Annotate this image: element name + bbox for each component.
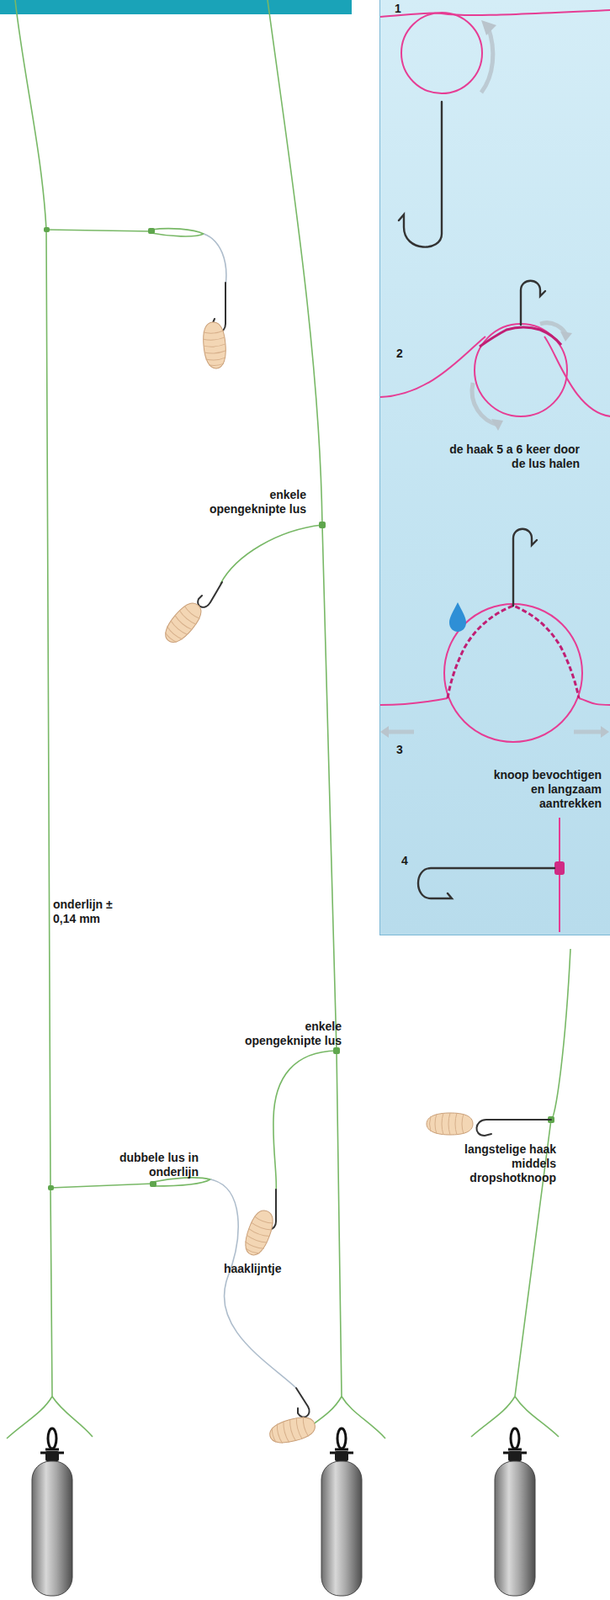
step-number: 4	[401, 854, 409, 869]
knot-instruction-panel: 1 2 de haak 5 a 6 keer door de lus halen 3 k…	[379, 0, 610, 936]
step-instruction: de haak 5 a 6 keer door de lus halen	[446, 442, 580, 472]
loop-label: enkele opengeknipte lus	[191, 488, 307, 517]
step-number: 2	[396, 346, 404, 361]
loop-label: dubbele lus in onderlijn	[111, 1151, 199, 1180]
hook-label: langstelige haak middels dropshotknoop	[443, 1142, 557, 1186]
line-label: onderlijn ± 0,14 mm	[53, 897, 131, 927]
line-label: haaklijntje	[223, 1262, 308, 1277]
step-number: 3	[396, 742, 404, 758]
step-number: 1	[394, 1, 402, 16]
step-instruction: knoop bevochtigen en langzaam aantrekken	[478, 768, 602, 812]
loop-label: enkele opengeknipte lus	[227, 1019, 342, 1049]
